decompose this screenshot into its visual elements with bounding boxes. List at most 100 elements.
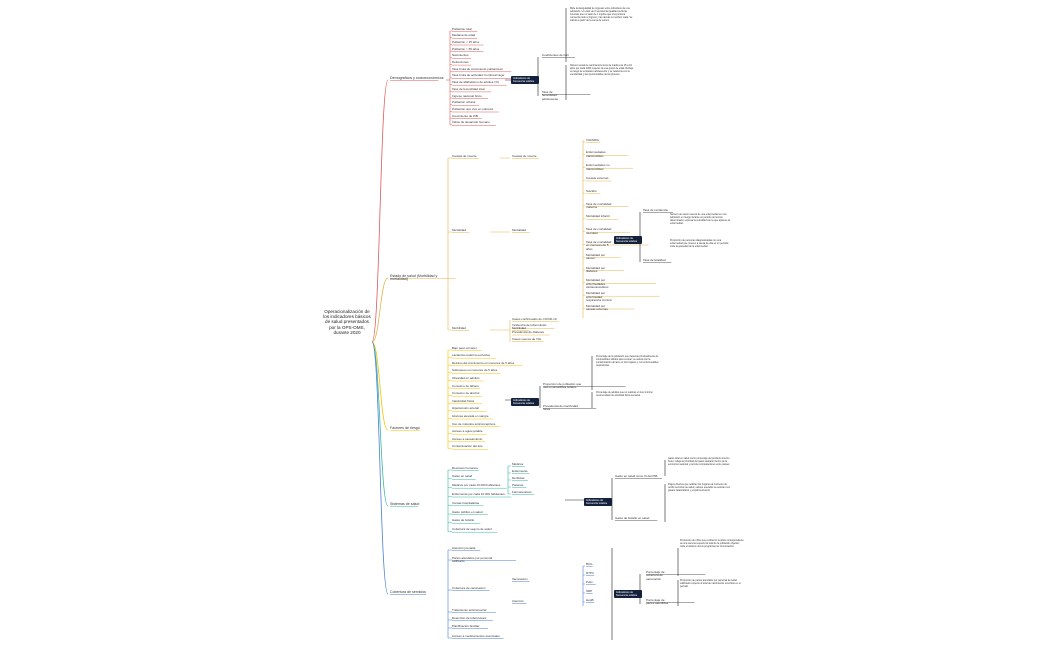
death-cause[interactable]: Mortalidad por diabetes — [586, 265, 606, 274]
systems-item[interactable]: Gasto público en salud — [452, 509, 483, 514]
indicator-box[interactable]: Indicadores de frecuencia relativa — [511, 76, 539, 84]
branch-demographic[interactable]: Demográficos y socioeconómicos — [390, 75, 444, 80]
morbidity-item[interactable]: Prevalencia de diabetes — [512, 329, 545, 334]
death-cause[interactable]: Suicidio — [586, 188, 597, 193]
demographic-item[interactable]: Tasa de alfabetismo de adultos (%) — [452, 80, 499, 85]
rate-incidencia[interactable]: Tasa de incidencia — [643, 207, 668, 212]
staff-item[interactable]: Enfermeras — [512, 468, 528, 473]
risk-item[interactable]: Uso de métodos anticonceptivos — [452, 421, 496, 426]
indicator-box[interactable]: Indicadores de frecuencia relativa — [614, 590, 642, 598]
demographic-item[interactable]: Índice de desarrollo humano — [452, 120, 490, 125]
demographic-item[interactable]: Nacimientos — [452, 53, 469, 58]
death-cause[interactable]: Enfermedades no transmisibles — [586, 163, 610, 171]
risk-item[interactable]: Contaminación del aire — [452, 444, 483, 449]
coverage-sub-1[interactable]: Porcentaje de partos atendidos — [646, 597, 669, 606]
health-sub-2[interactable]: Morbilidad — [452, 325, 466, 330]
death-cause[interactable]: Causas externas — [586, 175, 609, 180]
death-cause[interactable]: Mortalidad por cáncer — [586, 252, 606, 261]
coverage-item[interactable]: Tratamiento antirretroviral — [452, 607, 487, 612]
morbidity-item[interactable]: Incidencia de tuberculosis — [512, 323, 547, 328]
death-cause[interactable]: VIH/SIDA — [586, 137, 599, 142]
systems-item[interactable]: Médicos por cada 10 000 habitantes — [452, 483, 501, 488]
risk-item[interactable]: Bajo peso al nacer — [452, 345, 477, 350]
health-sub-1[interactable]: Mortalidad — [452, 227, 467, 232]
vaccine-item[interactable]: DTP3 — [586, 570, 594, 575]
systems-sub-1[interactable]: Gasto de bolsillo en salud — [615, 515, 650, 520]
demographic-item[interactable]: Población que vive en pobreza — [452, 106, 494, 111]
risk-item[interactable]: Obesidad en adultos — [452, 375, 480, 380]
coverage-item[interactable]: Detección de tuberculosis — [452, 615, 487, 620]
demographic-item[interactable]: Tasa de fecundidad total — [452, 86, 485, 91]
health-morbidity[interactable]: Morbilidad — [512, 325, 526, 330]
sub-gini[interactable]: Coeficientes de Gini — [542, 52, 569, 57]
morbidity-item[interactable]: Casos confirmados de COVID-19 — [512, 316, 557, 321]
staff-item[interactable]: Dentistas — [512, 475, 525, 480]
coverage-item[interactable]: Planificación familiar — [452, 623, 480, 628]
death-cause[interactable]: Mortalidad infantil — [586, 214, 610, 219]
risk-item[interactable]: Consumo de alcohol — [452, 391, 480, 396]
death-cause[interactable]: Enfermedades transmisibles — [586, 150, 606, 158]
health-causes[interactable]: Causas de muerte — [512, 153, 537, 158]
indicator-box[interactable]: Indicadores de frecuencia relativa — [614, 236, 642, 244]
demographic-item[interactable]: Tasa bruta de crecimiento poblacional — [452, 66, 503, 71]
root-topic[interactable]: Operacionalización de los indicadores bá… — [323, 309, 371, 335]
systems-item[interactable]: Recursos humanos — [452, 465, 478, 470]
death-cause[interactable]: Tasa de mortalidad neonatal — [586, 227, 612, 235]
coverage-item[interactable]: Acceso a medicamentos esenciales — [452, 633, 500, 638]
health-mortality[interactable]: Mortalidad — [512, 227, 527, 232]
demographic-item[interactable]: Defunciones — [452, 60, 469, 64]
demographic-item[interactable]: Mediana de edad — [452, 33, 476, 38]
rate-letalidad[interactable]: Tasa de letalidad — [643, 257, 666, 262]
vaccine-item[interactable]: Polio — [586, 579, 593, 584]
branch-health[interactable]: Estado de salud (Morbilidad y mortalidad… — [390, 273, 438, 282]
vaccine-item[interactable]: HepB — [586, 597, 594, 602]
death-cause[interactable]: Mortalidad por enfermedad respiratoria c… — [586, 291, 612, 303]
risk-item[interactable]: Retraso del crecimiento en menores de 5 … — [452, 360, 515, 365]
sub-fecundidad[interactable]: Tasa de fecundidad adolescente — [542, 89, 559, 101]
coverage-sub-0[interactable]: Porcentaje de cobertura de vacunación — [646, 569, 665, 581]
systems-item[interactable]: Gasto de bolsillo — [452, 518, 475, 523]
death-cause[interactable]: Mortalidad por enfermedades cardiovascul… — [586, 278, 609, 290]
demographic-item[interactable]: Crecimiento de PIB — [452, 113, 478, 118]
staff-item[interactable]: Parteras — [512, 482, 524, 487]
death-cause[interactable]: Tasa de mortalidad en menores de 5 años — [586, 239, 612, 252]
indicator-box[interactable]: Indicadores de frecuencia relativa — [511, 398, 539, 406]
systems-item[interactable]: Camas hospitalarias — [452, 500, 480, 505]
risk-item[interactable]: Consumo de tabaco — [452, 383, 479, 388]
risk-item[interactable]: Glucosa elevada en sangre — [452, 413, 489, 418]
risk-item[interactable]: Hipertensión arterial — [452, 406, 479, 411]
death-cause[interactable]: Mortalidad por causas externas — [586, 303, 608, 312]
systems-item[interactable]: Enfermeras por cada 10 000 habitantes — [452, 491, 505, 496]
branch-coverage[interactable]: Cobertura de servicios — [390, 589, 426, 594]
demographic-item[interactable]: Población total — [452, 26, 472, 31]
branch-systems[interactable]: Sistemas de salud — [390, 501, 420, 506]
indicator-box[interactable]: Indicadores de frecuencia relativa — [584, 498, 612, 506]
demographic-item[interactable]: Población urbana — [452, 100, 476, 105]
demographic-item[interactable]: Ingreso nacional bruto — [452, 93, 482, 98]
systems-sub-0[interactable]: Gasto en salud como % del PIB — [615, 473, 658, 478]
systems-item[interactable]: Gasto en salud — [452, 474, 473, 479]
staff-item[interactable]: Farmacéuticos — [512, 489, 532, 494]
risk-item[interactable]: Lactancia materna exclusiva — [452, 353, 490, 358]
coverage-group-0[interactable]: Vacunación — [512, 576, 528, 581]
risk-item[interactable]: Sobrepeso en menores de 5 años — [452, 368, 498, 373]
health-sub-0[interactable]: Causas de muerte — [452, 153, 477, 158]
branch-risk[interactable]: Factores de riesgo — [390, 425, 420, 430]
coverage-item[interactable]: Atención prenatal — [452, 545, 476, 550]
morbidity-item[interactable]: Casos nuevos de VIH — [512, 336, 542, 341]
coverage-group-1[interactable]: Atención — [512, 598, 524, 603]
systems-item[interactable]: Cobertura de seguro de salud — [452, 527, 492, 532]
risk-item[interactable]: Acceso a agua potable — [452, 429, 483, 434]
demographic-item[interactable]: Población > 65 años — [452, 46, 480, 51]
risk-item[interactable]: Inactividad física — [452, 398, 475, 403]
risk-item[interactable]: Acceso a saneamiento — [452, 436, 483, 441]
risk-sub-1[interactable]: Prevalencia de inactividad física — [543, 403, 578, 412]
vaccine-item[interactable]: BCG — [586, 561, 593, 566]
staff-item[interactable]: Médicos — [512, 461, 524, 466]
coverage-item[interactable]: Cobertura de vacunación — [452, 585, 486, 590]
risk-sub-0[interactable]: Proporción de población que usa combusti… — [543, 381, 582, 390]
demographic-item[interactable]: Tasa bruta de actividad: hombres/mujer — [452, 73, 505, 78]
coverage-item[interactable]: Partos atendidos por personal calificado — [452, 555, 493, 564]
demographic-item[interactable]: Población < 15 años — [452, 39, 480, 44]
vaccine-item[interactable]: SRP — [586, 588, 593, 593]
